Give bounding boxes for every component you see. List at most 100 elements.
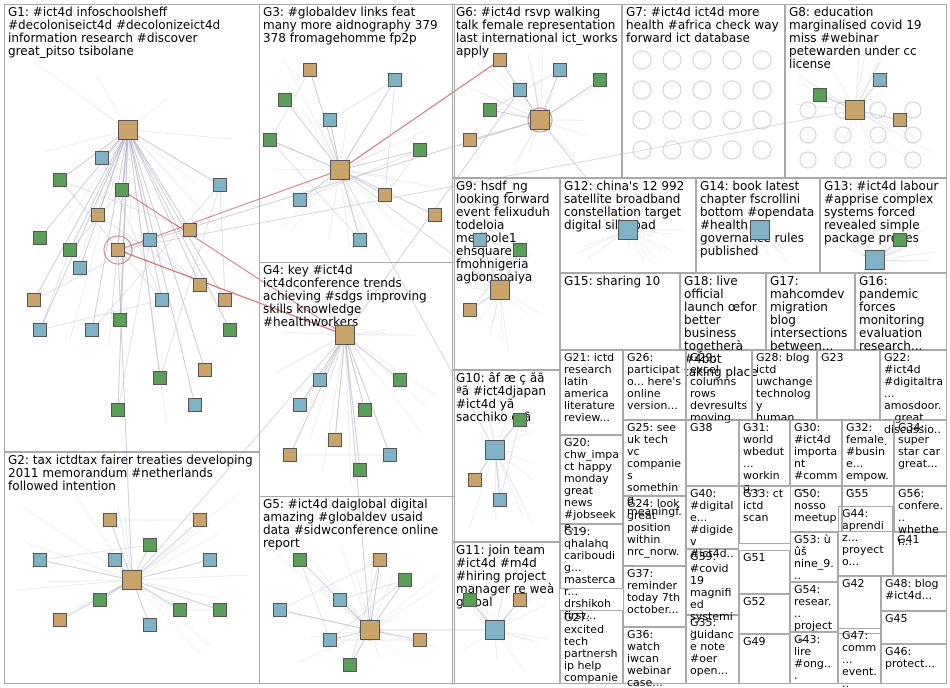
isolate-loop	[692, 80, 712, 100]
edge	[33, 129, 129, 301]
group-label: G44: aprendiz... proyecto...	[842, 508, 884, 568]
edge	[101, 157, 163, 301]
isolate-loop	[632, 80, 652, 100]
avatar-node	[513, 593, 527, 607]
avatar-node	[463, 133, 477, 147]
avatar-node	[468, 473, 482, 487]
avatar-node	[118, 120, 138, 140]
group-g4: G4: key #ict4d ict4dconference trends ac…	[259, 262, 455, 497]
group-label: G4: key #ict4d ict4dconference trends ac…	[263, 264, 431, 329]
group-label: G18: live official launch œfor better bu…	[684, 275, 761, 379]
edge	[131, 579, 220, 600]
avatar-node	[193, 513, 207, 527]
edge	[131, 519, 201, 581]
edge	[127, 129, 191, 231]
avatar-node	[103, 513, 117, 527]
group-label: G50: nosso meetup...	[794, 488, 837, 536]
isolate-loop	[662, 140, 682, 160]
avatar-node	[33, 553, 47, 567]
group-label: G42	[842, 578, 865, 590]
edge	[59, 129, 129, 181]
edge-inter	[117, 249, 133, 581]
edge	[219, 184, 226, 301]
avatar-node	[388, 73, 402, 87]
group-g32: G32: female #busine... empow...	[842, 420, 894, 494]
avatar-node	[413, 633, 427, 647]
edge	[48, 579, 133, 583]
group-g52: G52	[739, 594, 790, 634]
group-g44: G44: aprendiz... proyecto...	[838, 506, 893, 576]
isolate-loop	[752, 50, 772, 70]
avatar-node	[813, 88, 827, 102]
group-label: G37: reminder today 7th october...	[627, 568, 681, 616]
group-label: G34: super star car great...	[898, 422, 941, 470]
avatar-node	[323, 113, 337, 127]
group-g16: G16: pandemic forces monitoring evaluati…	[855, 273, 947, 353]
avatar-node	[95, 151, 109, 165]
avatar-node	[113, 313, 127, 327]
group-g33: G33: ct ictd scan	[739, 486, 791, 544]
edge	[384, 149, 421, 196]
avatar-node	[343, 658, 357, 672]
group-label: G25: see uk tech vc companies something …	[627, 422, 682, 530]
group-label: G2: tax ictdtax fairer treaties developi…	[8, 454, 253, 493]
edge	[334, 334, 346, 441]
avatar-node	[553, 63, 567, 77]
avatar-node	[513, 243, 527, 257]
group-label: G35: guidance note #oer open...	[690, 617, 734, 677]
avatar-node	[750, 220, 770, 240]
edge	[384, 79, 396, 196]
group-g37: G37: reminder today 7th october...	[623, 566, 686, 627]
group-label: G23	[821, 352, 844, 364]
edge	[274, 169, 341, 171]
edge	[279, 609, 371, 631]
avatar-node	[273, 603, 287, 617]
avatar-node	[398, 573, 412, 587]
group-label: G16: pandemic forces monitoring evaluati…	[859, 275, 929, 353]
avatar-node	[33, 231, 47, 245]
isolate-loop	[662, 80, 682, 100]
group-g41: G41	[893, 532, 947, 576]
group-label: G51	[743, 552, 766, 564]
edge	[66, 129, 129, 224]
isolate-loop	[799, 126, 817, 144]
self-loop	[527, 107, 553, 133]
avatar-node	[358, 403, 372, 417]
edge	[91, 184, 221, 331]
group-label: G45	[885, 613, 908, 625]
edge	[289, 334, 346, 456]
avatar-node	[193, 278, 207, 292]
group-label: G29: excel columns rows devresults movin…	[690, 352, 748, 424]
edge	[369, 573, 439, 631]
edge	[127, 129, 196, 406]
edge-inter	[117, 109, 856, 251]
edge-inter	[344, 334, 371, 631]
edge	[76, 496, 133, 581]
group-label: G24: look great position within nrc_norw…	[627, 498, 680, 570]
edge	[299, 334, 346, 406]
edge	[127, 129, 213, 224]
group-label: G6: #ict4d rsvp walking talk female repr…	[456, 6, 618, 58]
edge	[328, 169, 341, 239]
avatar-node	[493, 493, 507, 507]
edge	[127, 129, 226, 301]
edge	[369, 559, 381, 631]
group-label: G43: lire #ong...	[794, 634, 831, 682]
avatar-node	[198, 363, 212, 377]
group-g10: G10: âf æ ç åã ªã #ict4djapan #ict4d yã …	[452, 370, 560, 542]
edge	[344, 334, 391, 456]
group-g13: G13: #ict4d labour #apprise complex syst…	[820, 178, 947, 273]
edge-inter	[339, 169, 496, 451]
edge	[18, 579, 133, 591]
edge	[127, 129, 197, 185]
avatar-node	[373, 553, 387, 567]
edge	[131, 533, 220, 581]
avatar-node	[143, 233, 157, 247]
group-label: G3: #globaldev links feat many more aidn…	[263, 6, 442, 45]
group-g51: G51	[739, 550, 790, 594]
edge	[304, 334, 346, 400]
group-label: G47: comm... event...	[842, 630, 877, 688]
isolate-loop	[904, 151, 922, 169]
edge	[344, 334, 366, 411]
isolate-loop	[752, 110, 772, 130]
